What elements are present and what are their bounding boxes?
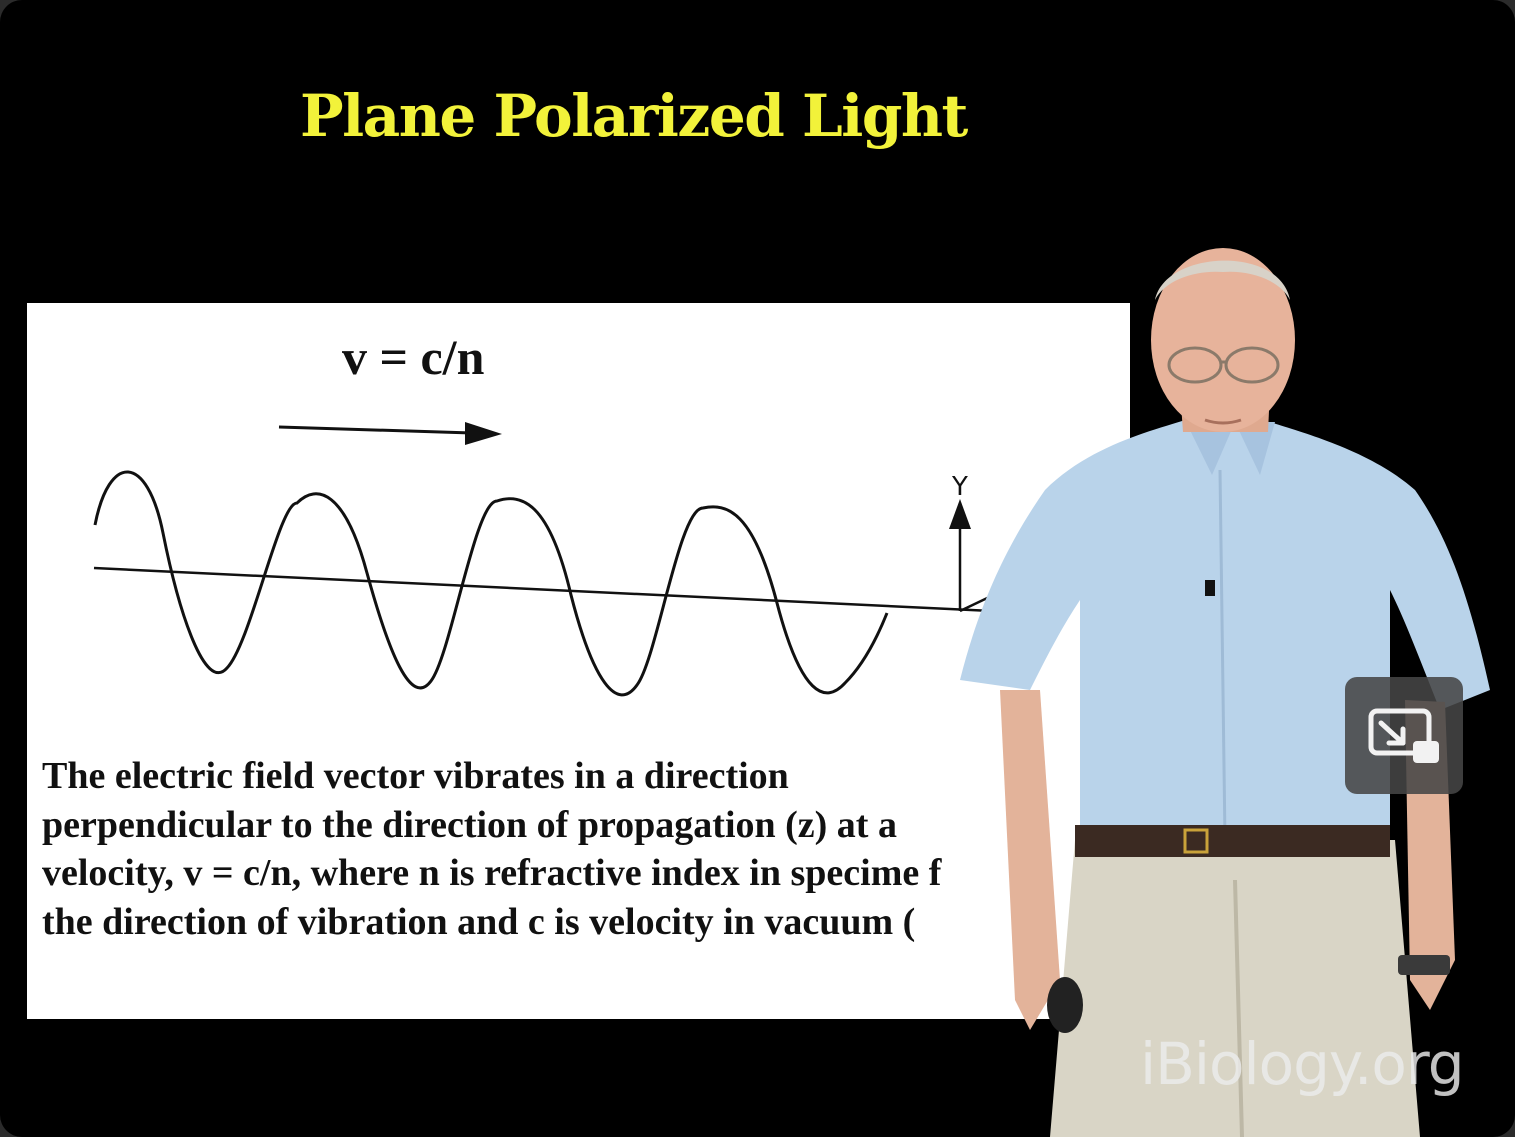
description-line: perpendicular to the direction of propag… (42, 803, 897, 846)
velocity-formula: v = c/n (342, 329, 485, 385)
slide-panel (27, 303, 1130, 1019)
propagation-arrow-icon (278, 422, 502, 445)
sine-wave (93, 470, 889, 697)
description-line: the direction of vibration and c is velo… (42, 900, 916, 943)
propagation-axis (93, 566, 993, 613)
ibiology-watermark: iBiology.org (1140, 1030, 1465, 1098)
wave-diagram: Y (93, 422, 1003, 697)
description-line: The electric field vector vibrates in a … (42, 755, 789, 797)
picture-in-picture-button[interactable] (1345, 677, 1463, 794)
slide-title: Plane Polarized Light (300, 82, 968, 150)
y-axis-label: Y (951, 472, 968, 502)
picture-in-picture-exit-icon (1368, 708, 1439, 763)
slide-description: The electric field vector vibrates in a … (42, 752, 1042, 946)
description-line: velocity, v = c/n, where n is refractive… (42, 852, 942, 894)
presenter (960, 248, 1490, 1137)
